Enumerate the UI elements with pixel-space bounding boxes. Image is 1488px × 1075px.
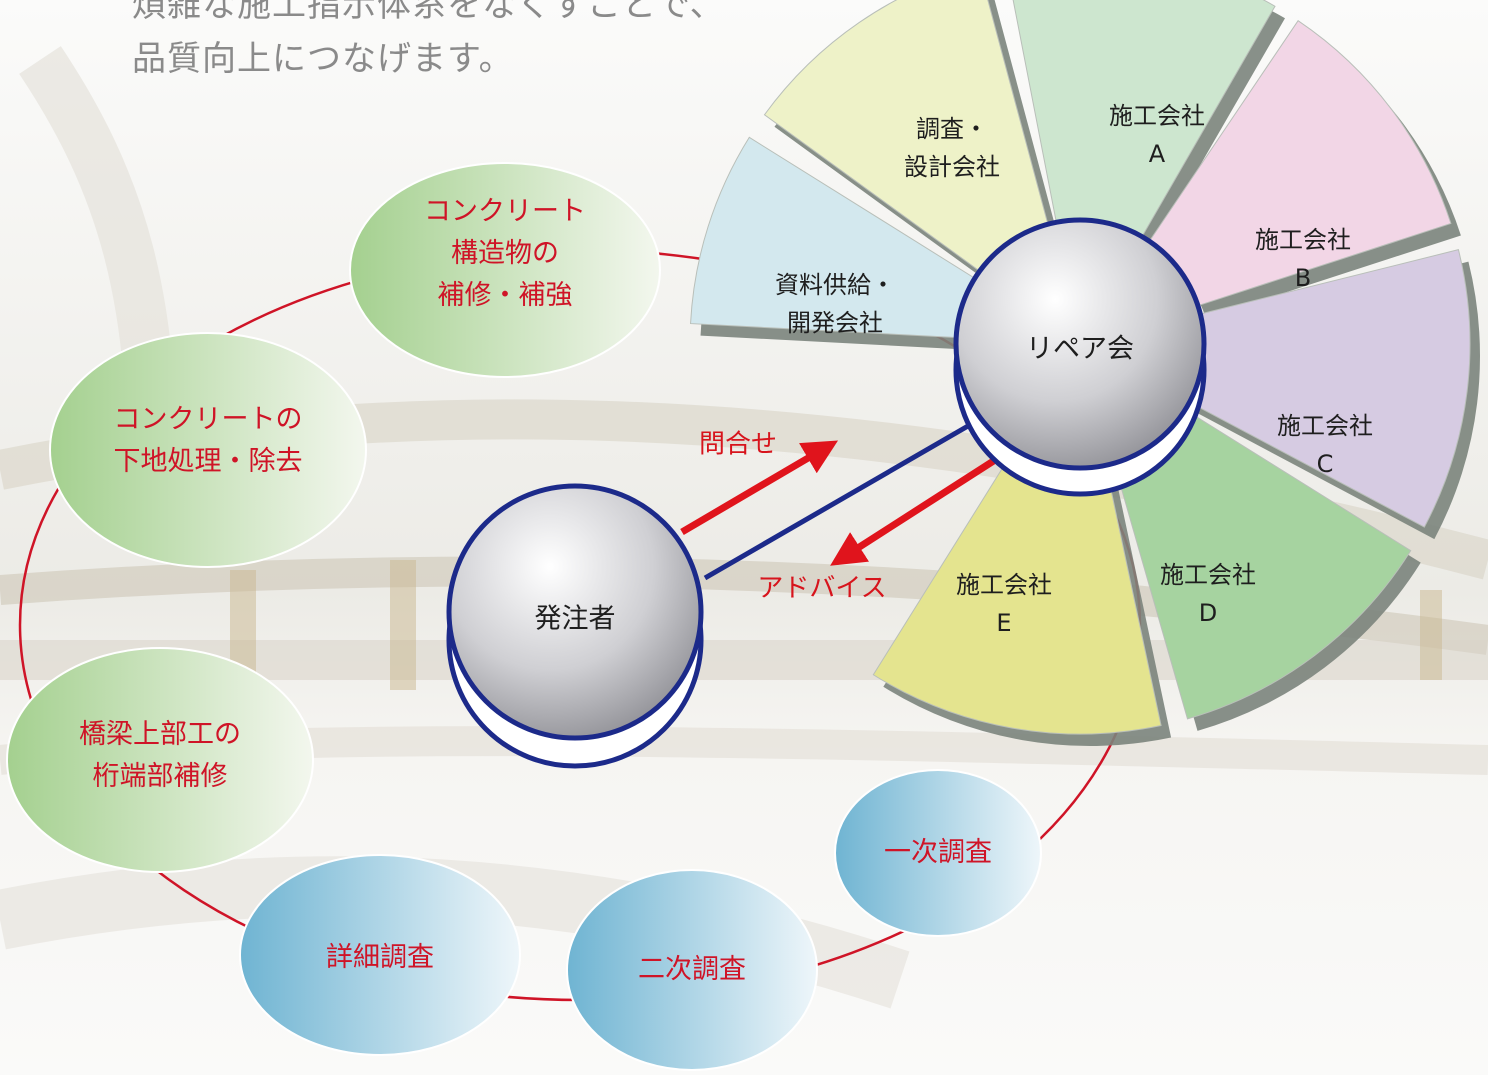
cycle-label-secondary-survey: 二次調査 (638, 954, 746, 985)
segment-label-survey: 調査・設計会社 (904, 115, 1000, 181)
repair-hub-label: リペア会 (1026, 333, 1134, 365)
cycle-label-concrete-repair: コンクリート構造物の補修・補強 (424, 196, 586, 311)
cycle-label-surface-prep: コンクリートの下地処理・除去 (113, 404, 303, 477)
segment-label-supply: 資料供給・開発会社 (775, 271, 895, 337)
green-bubble-group (6, 162, 661, 873)
intro-line-2: 品質向上につなげます。 (132, 39, 514, 79)
client-hub-link (703, 423, 970, 581)
client-hub[interactable] (446, 483, 704, 769)
bubble-detailed-survey[interactable] (239, 854, 521, 1056)
advice-arrow (830, 457, 997, 566)
bubble-primary-survey[interactable] (834, 769, 1042, 937)
bubble-surface-prep[interactable] (49, 332, 367, 568)
bubble-secondary-survey[interactable] (566, 869, 818, 1071)
inquiry-arrow (680, 440, 839, 536)
inquiry-label: 問合せ (698, 429, 778, 460)
intro-text: 煩雑な施工指示体系をなくすことで、 品質向上につなげます。 (132, 0, 725, 86)
cycle-label-primary-survey: 一次調査 (884, 837, 992, 868)
advice-label: アドバイス (757, 573, 887, 604)
cycle-label-girder-repair: 橋梁上部工の桁端部補修 (79, 719, 241, 792)
segment-contractor-e[interactable] (872, 446, 1172, 746)
cycle-label-detailed-survey: 詳細調査 (326, 942, 434, 973)
bubble-girder-repair[interactable] (6, 647, 314, 873)
segment-supply[interactable] (690, 136, 987, 350)
segment-contractor-b[interactable] (1147, 19, 1461, 319)
intro-line-1: 煩雑な施工指示体系をなくすことで、 (132, 0, 725, 25)
client-hub-label: 発注者 (534, 603, 616, 635)
repair-hub[interactable] (953, 217, 1207, 497)
bubble-concrete-repair[interactable] (349, 162, 661, 378)
segment-wheel (690, 0, 1480, 746)
segment-contractor-c[interactable] (1187, 249, 1480, 540)
blue-bubble-group (239, 769, 1042, 1071)
